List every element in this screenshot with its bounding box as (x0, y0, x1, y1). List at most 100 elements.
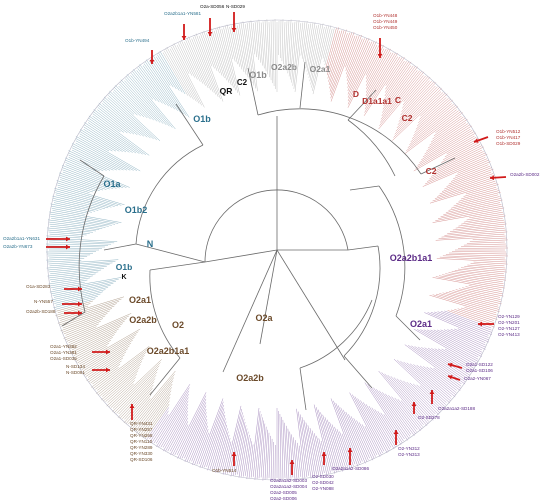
tip-branch (456, 192, 501, 204)
arrow-head (347, 448, 353, 452)
tip-branch (396, 86, 438, 129)
tip-branch (458, 219, 505, 227)
tip-branch (282, 419, 286, 478)
sample-label: N-SD091 (66, 370, 85, 375)
tip-branch (334, 426, 348, 467)
tip-branch (347, 41, 370, 92)
tip-branch (469, 212, 503, 218)
sample-label: O2a2a1a2-SD086 (332, 466, 369, 471)
tip-branch (169, 417, 188, 452)
tip-branch (311, 26, 325, 88)
tip-branch (92, 115, 147, 155)
tip-branch (52, 195, 105, 209)
tip-branch (432, 277, 502, 290)
tip-branch (142, 397, 171, 435)
arrow-head (149, 60, 155, 64)
tip-branch (416, 364, 456, 398)
tip-branch (47, 269, 102, 277)
arrow-head (231, 452, 237, 456)
tip-branch (427, 329, 479, 358)
tip-branch (458, 190, 500, 202)
tip-branch (68, 154, 104, 171)
tip-branch (451, 196, 500, 209)
tip-branch (469, 239, 508, 242)
tip-branch (92, 113, 150, 156)
clade-label: D1a1a1 (362, 96, 392, 106)
sample-label: O1b-YN448 (373, 13, 398, 18)
clade-label: O1b (249, 70, 267, 80)
tip-branch (437, 205, 503, 219)
tip-branch (223, 27, 241, 96)
tip-branch (464, 307, 498, 318)
tip-branch (419, 93, 448, 120)
tip-branch (50, 216, 112, 226)
sample-labels: O2a2b1a1-YN631O2a2b-YN673O1b-YN494O2a2b1… (3, 4, 540, 501)
tip-branch (308, 24, 319, 78)
tip-branch (47, 247, 103, 249)
tip-branch (466, 213, 505, 221)
tip-branch (47, 229, 90, 234)
tip-branch (245, 438, 251, 476)
tip-branch (158, 397, 189, 448)
clade-label: C2 (426, 166, 437, 176)
tip-branch (139, 64, 172, 108)
tip-branch (287, 428, 292, 479)
tip-branch (219, 434, 230, 472)
tip-branch (153, 387, 190, 444)
tip-branch (443, 202, 501, 215)
clade-label: O1b2 (125, 205, 148, 215)
tip-branch (301, 417, 312, 479)
tip-branch (450, 329, 486, 346)
tip-branch (56, 300, 93, 312)
tip-branch (414, 99, 453, 133)
tip-branch (429, 119, 468, 146)
sample-label: QR-YN258 (130, 433, 153, 438)
tip-branch (385, 60, 405, 90)
tip-branch (467, 264, 506, 269)
tip-branch (62, 165, 120, 189)
tip-branch (188, 36, 211, 91)
tip-branch (167, 414, 188, 452)
tip-branch (72, 143, 124, 171)
sample-label: O2a2a1a2-SD003 (270, 478, 307, 483)
tip-branch (329, 32, 350, 92)
tip-branch (110, 359, 162, 408)
tip-branch (46, 235, 81, 239)
tip-branch (376, 389, 411, 437)
tip-branch (230, 415, 244, 477)
tip-branch (112, 362, 161, 409)
tip-branch (73, 340, 111, 361)
tip-branch (72, 326, 121, 351)
tip-branch (390, 376, 430, 420)
tip-branch (84, 345, 130, 376)
tip-branch (122, 384, 154, 419)
tip-branch (49, 266, 107, 273)
tip-branch (364, 426, 381, 457)
tip-branch (394, 397, 421, 431)
tip-branch (327, 419, 343, 472)
tip-branch (222, 441, 232, 475)
tip-branch (184, 408, 207, 459)
tip-branch (280, 19, 282, 59)
tip-branch (65, 157, 97, 172)
arrow-head (448, 362, 453, 368)
tip-branch (57, 303, 91, 313)
tip-branch (385, 393, 416, 434)
tip-branch (417, 131, 475, 166)
tip-branch (414, 346, 466, 383)
tip-branch (68, 320, 125, 348)
tip-branch (379, 390, 412, 435)
sample-label: O1b-YN494 (125, 38, 150, 43)
tip-branch (59, 174, 104, 191)
tip-branch (438, 348, 475, 371)
tip-branch (177, 398, 207, 459)
tip-branch (79, 129, 116, 152)
tip-branch (400, 379, 435, 417)
tip-branch (49, 279, 119, 293)
tip-branch (404, 344, 462, 387)
tip-branch (119, 83, 154, 121)
tip-branch (365, 52, 394, 100)
tip-branch (52, 283, 114, 296)
tip-branch (406, 362, 451, 402)
tip-branch (347, 38, 368, 85)
